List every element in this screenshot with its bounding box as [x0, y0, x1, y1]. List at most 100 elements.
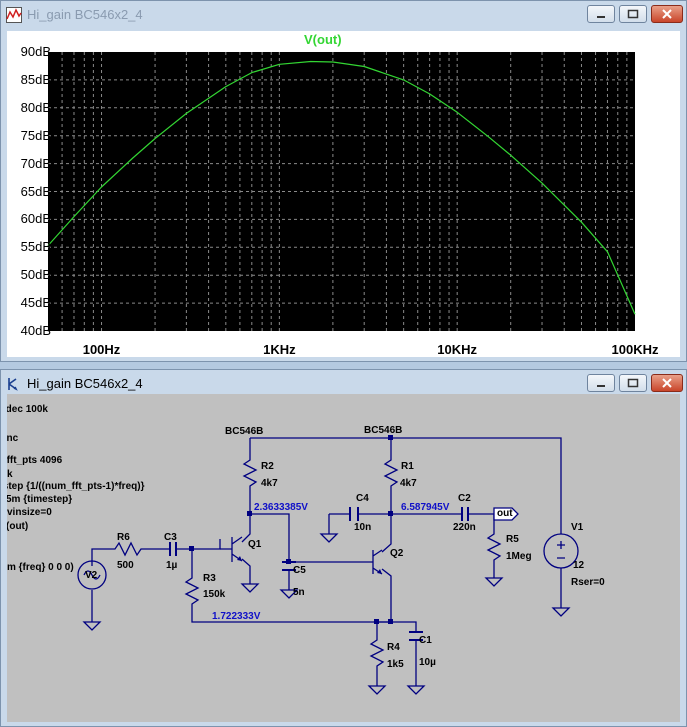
q2-collector-wire[interactable] [381, 490, 392, 553]
bias-wire[interactable] [191, 606, 417, 632]
c5-value[interactable]: 5n [293, 587, 305, 598]
directive-timestep[interactable]: 5m {timestep} [7, 494, 73, 505]
trace-layer [47, 60, 636, 315]
directive-step[interactable]: .step {1/((num_fft_pts-1)*freq)} [7, 481, 145, 492]
r1-label[interactable]: R1 [401, 461, 414, 472]
r3-label[interactable]: R3 [203, 573, 216, 584]
r6-value[interactable]: 500 [117, 560, 134, 571]
plot-titlebar[interactable]: Hi_gain BC546x2_4 [1, 1, 686, 29]
input-wire[interactable] [91, 539, 221, 574]
trace-title[interactable]: V(out) [304, 32, 342, 47]
v1-label[interactable]: V1 [571, 522, 584, 533]
junction-top [388, 435, 393, 440]
out-flag[interactable] [493, 507, 519, 521]
plot-svg[interactable] [7, 31, 680, 357]
q1-emitter-wire[interactable] [241, 558, 251, 584]
trace-vout[interactable] [47, 60, 636, 315]
directive-vinsize[interactable]: vinsize=0 [7, 507, 52, 518]
c5-label[interactable]: C5 [293, 565, 306, 576]
r1-symbol[interactable] [383, 456, 399, 490]
r5-symbol[interactable] [486, 528, 502, 562]
c2-label[interactable]: C2 [458, 493, 471, 504]
c1-label[interactable]: C1 [419, 635, 432, 646]
ground-r5 [484, 577, 504, 587]
r6-symbol[interactable] [111, 541, 143, 557]
r3-value[interactable]: 150k [203, 589, 226, 600]
schematic-window-title: Hi_gain BC546x2_4 [27, 376, 143, 391]
r1-value[interactable]: 4k7 [400, 478, 417, 489]
out-label[interactable]: out [497, 508, 513, 519]
q2-emitter-wire[interactable] [376, 568, 392, 634]
v1-rser[interactable]: Rser=0 [571, 577, 605, 588]
c5-wire[interactable] [250, 513, 367, 563]
c3-symbol[interactable] [169, 542, 177, 556]
q2-model-label[interactable]: BC546B [364, 425, 403, 436]
y-tick-label: 50dB [20, 267, 51, 283]
c4-value[interactable]: 10n [354, 522, 372, 533]
waveform-icon [6, 7, 22, 23]
minimize-button[interactable] [587, 5, 615, 23]
q1-body[interactable] [220, 536, 243, 562]
c4-wire[interactable] [328, 513, 391, 534]
maximize-button[interactable] [619, 5, 647, 23]
r2-value[interactable]: 4k7 [261, 478, 278, 489]
c1-symbol[interactable] [409, 631, 423, 641]
c2-wire[interactable] [391, 513, 495, 528]
c4-label[interactable]: C4 [356, 493, 369, 504]
y-tick-label: 60dB [20, 211, 51, 227]
directive-source[interactable]: m {freq} 0 0 0) [7, 562, 74, 573]
plot-window-title: Hi_gain BC546x2_4 [27, 7, 143, 22]
minimize-button[interactable] [587, 374, 615, 392]
q1-collector-voltage[interactable]: 2.3633385V [254, 502, 308, 513]
c2-value[interactable]: 220n [453, 522, 476, 533]
q1-label[interactable]: Q1 [248, 539, 262, 550]
c3-label[interactable]: C3 [164, 532, 177, 543]
ground-c1 [406, 685, 426, 695]
x-tick-label: 100KHz [611, 342, 659, 357]
schematic-window: Hi_gain BC546x2_4 [0, 369, 687, 727]
v1-value[interactable]: 12 [573, 560, 585, 571]
close-button[interactable] [651, 5, 683, 23]
r6-label[interactable]: R6 [117, 532, 130, 543]
r5-label[interactable]: R5 [506, 534, 519, 545]
r4-label[interactable]: R4 [387, 642, 400, 653]
c2-symbol[interactable] [461, 507, 469, 521]
bias-node-voltage[interactable]: 1.722333V [212, 611, 261, 622]
r4-symbol[interactable] [369, 634, 385, 670]
q1-collector-wire[interactable] [241, 490, 251, 543]
q2-label[interactable]: Q2 [390, 548, 404, 559]
c1-value[interactable]: 10µ [419, 657, 436, 668]
c3-value[interactable]: 1µ [166, 560, 178, 571]
q1-model-label[interactable]: BC546B [225, 426, 264, 437]
junction-base [189, 546, 194, 551]
r3-symbol[interactable] [184, 574, 200, 606]
close-button[interactable] [651, 374, 683, 392]
junction-q1c [247, 511, 252, 516]
y-tick-label: 80dB [20, 99, 51, 115]
r5-value[interactable]: 1Meg [506, 551, 532, 562]
directive-k[interactable]: k [7, 469, 13, 480]
q2-body[interactable] [367, 549, 383, 575]
r2-symbol[interactable] [242, 456, 258, 490]
v1-symbol[interactable] [543, 533, 579, 569]
schematic-titlebar[interactable]: Hi_gain BC546x2_4 [1, 370, 686, 398]
top-rail-wire[interactable] [250, 437, 562, 534]
schematic-drawing[interactable] [7, 394, 680, 722]
directive-ac[interactable]: .ac dec 100k [7, 404, 48, 415]
minimize-icon [597, 385, 605, 387]
junction-q2e [388, 619, 393, 624]
schematic-canvas[interactable]: .ac dec 100k .inc .param fft_pts 4096 k … [7, 394, 680, 722]
directive-out[interactable]: (out) [7, 521, 29, 532]
v2-label[interactable]: V2 [85, 570, 98, 581]
q2-collector-voltage[interactable]: 6.587945V [401, 502, 450, 513]
directive-inc[interactable]: .inc [7, 433, 19, 444]
minimize-icon [597, 16, 605, 18]
r4-value[interactable]: 1k5 [387, 659, 404, 670]
maximize-button[interactable] [619, 374, 647, 392]
directive-param[interactable]: .param fft_pts 4096 [7, 455, 63, 466]
v2-symbol[interactable] [77, 560, 107, 590]
close-icon [662, 9, 672, 19]
c4-symbol[interactable] [349, 507, 359, 521]
r2-label[interactable]: R2 [261, 461, 274, 472]
